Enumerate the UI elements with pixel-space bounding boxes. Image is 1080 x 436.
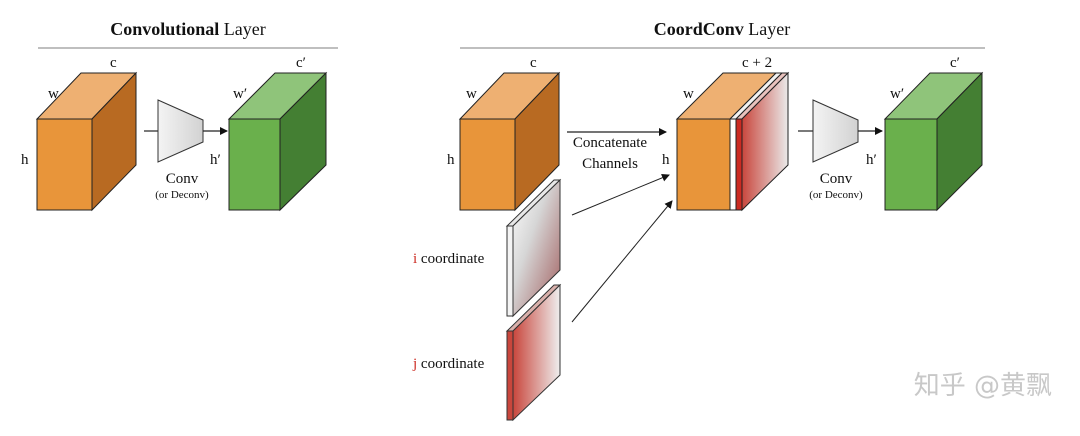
j-coordinate-label: j coordinate [412, 356, 485, 372]
left-input-tensor: w h c [21, 55, 138, 212]
right-output-side-face [936, 71, 983, 212]
concat-arrow-from-i [571, 173, 670, 216]
left-output-h-label: h′ [210, 152, 221, 168]
left-conv-op: Conv (or Deconv) [144, 99, 228, 201]
concat-c-label: c + 2 [742, 55, 772, 71]
concat-h-label: h [662, 152, 670, 168]
concat-label-line1: Concatenate [573, 135, 647, 151]
left-output-w-label: w′ [233, 86, 247, 102]
left-input-c-label: c [110, 55, 117, 71]
concat-i-channel [729, 118, 737, 211]
right-conv-sublabel: (or Deconv) [809, 189, 863, 201]
concat-orange-front [676, 118, 731, 211]
left-conv-sublabel: (or Deconv) [155, 189, 209, 201]
j-letter: j [412, 356, 417, 372]
right-conv-trapezoid [812, 99, 859, 163]
i-slab-edge [506, 225, 514, 317]
right-output-h-label: h′ [866, 152, 877, 168]
right-input-h-label: h [447, 152, 455, 168]
left-title-bold: Convolutional [110, 19, 219, 39]
right-input-tensor: w h c [447, 55, 561, 212]
left-panel: Convolutional Layer w h c Conv (or Decon… [21, 19, 338, 212]
concat-arrow-from-j [571, 200, 673, 323]
right-panel: CoordConv Layer w h c i coordinate j coo… [412, 19, 985, 422]
right-title-bold: CoordConv [654, 19, 744, 39]
left-output-tensor: w′ h′ c′ [210, 55, 328, 212]
concat-label-line2: Channels [582, 156, 638, 172]
right-output-c-label: c′ [950, 55, 960, 71]
left-input-front-face [36, 118, 93, 211]
right-output-tensor: w′ h′ c′ [866, 55, 984, 212]
concat-j-channel [735, 118, 743, 211]
right-conv-label: Conv [820, 171, 853, 187]
left-input-h-label: h [21, 152, 29, 168]
right-output-front-face [884, 118, 938, 211]
j-label-rest: coordinate [417, 356, 484, 372]
i-slab-face [512, 178, 561, 318]
right-input-c-label: c [530, 55, 537, 71]
right-title-rest: Layer [744, 19, 790, 39]
left-input-w-label: w [48, 86, 59, 102]
left-conv-trapezoid [157, 99, 204, 163]
i-coordinate-label: i coordinate [413, 251, 485, 267]
i-coordinate-slab [505, 178, 562, 318]
j-coordinate-slab [505, 283, 562, 422]
i-label-rest: coordinate [417, 251, 484, 267]
right-conv-op: Conv (or Deconv) [798, 99, 883, 201]
concat-w-label: w [683, 86, 694, 102]
left-output-side-face [279, 71, 327, 212]
left-output-front-face [228, 118, 281, 211]
left-title-rest: Layer [219, 19, 265, 39]
watermark: 知乎 @黄飘 [914, 371, 1052, 401]
j-slab-face [512, 283, 561, 422]
right-title: CoordConv Layer [654, 19, 790, 39]
left-title: Convolutional Layer [110, 19, 266, 39]
concat-tensor: w h c + 2 [662, 55, 790, 212]
i-letter: i [413, 251, 417, 267]
concat-side-face [741, 71, 789, 212]
right-input-w-label: w [466, 86, 477, 102]
right-input-side-face [514, 71, 560, 212]
left-conv-label: Conv [166, 171, 199, 187]
left-output-c-label: c′ [296, 55, 306, 71]
j-slab-edge [506, 330, 514, 421]
right-output-w-label: w′ [890, 86, 904, 102]
left-input-side-face [91, 71, 137, 212]
right-input-front-face [459, 118, 516, 211]
